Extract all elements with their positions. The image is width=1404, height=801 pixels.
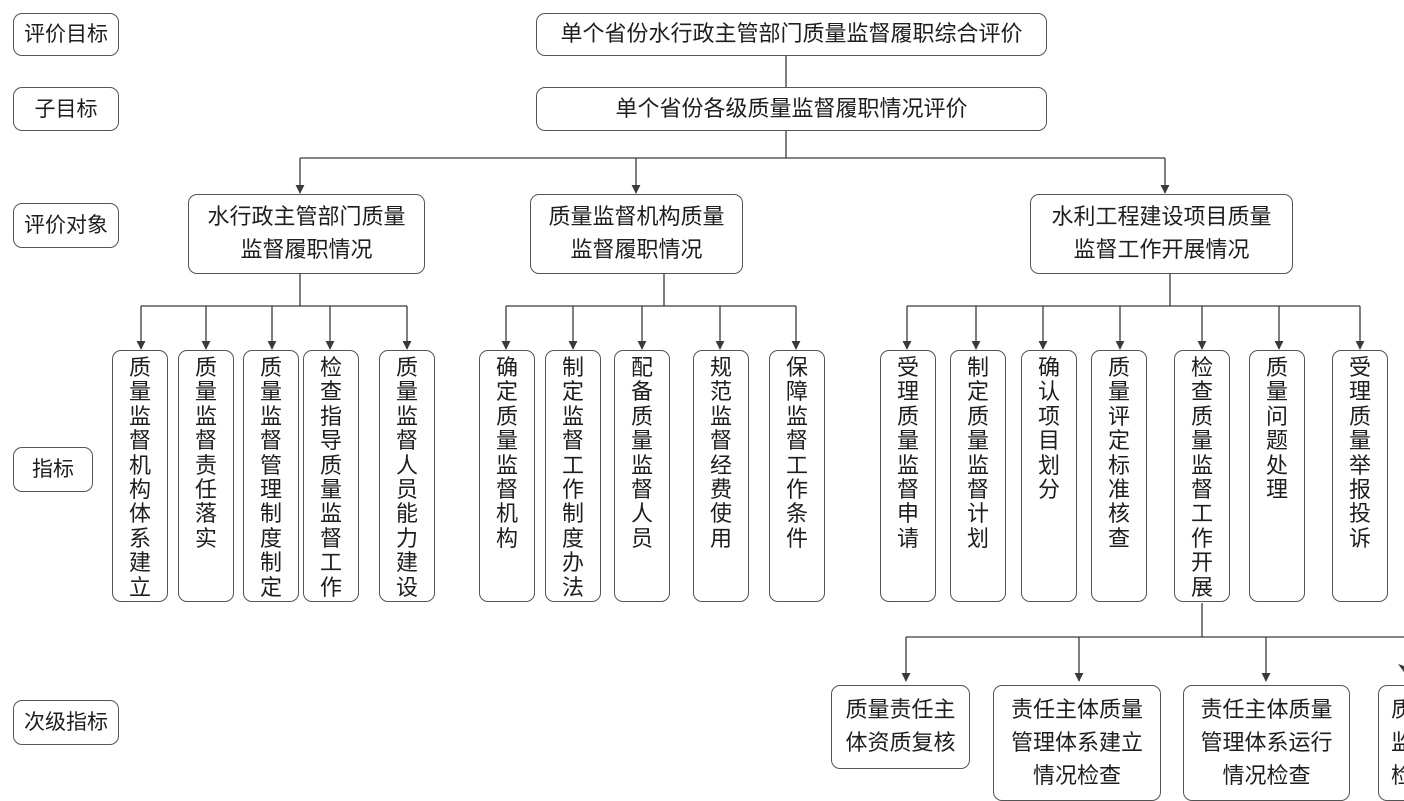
level-label-sub-indicators: 次级指标 <box>13 700 119 745</box>
indicator-text-12: 制定质量监督计划 <box>966 356 989 552</box>
indicator-node-3: 质量监督管理制度制定 <box>243 350 299 602</box>
object-node-1-line-1: 水行政主管部门质量 <box>207 205 406 230</box>
object-node-3-line-2: 监督工作开展情况 <box>1073 238 1250 263</box>
sub-indicator-4-line-2: 监 <box>1391 727 1404 760</box>
indicator-text-8: 配备质量监督人员 <box>630 356 653 552</box>
indicator-node-11: 受理质量监督申请 <box>880 350 936 602</box>
sub-indicator-4-line-3: 检 <box>1391 760 1404 793</box>
indicator-node-5: 质量监督人员能力建设 <box>379 350 435 602</box>
level-label-indicators: 指标 <box>13 447 93 492</box>
indicator-text-11: 受理质量监督申请 <box>896 356 919 552</box>
level-label-subgoal: 子目标 <box>13 87 119 131</box>
indicator-node-13: 确认项目划分 <box>1021 350 1077 602</box>
sub-indicator-3-line-3: 情况检查 <box>1222 763 1311 789</box>
indicator-node-10: 保障监督工作条件 <box>769 350 825 602</box>
indicator-text-16: 质量问题处理 <box>1265 356 1288 504</box>
indicator-text-4: 检查指导质量监督工作 <box>319 356 342 601</box>
indicator-node-8: 配备质量监督人员 <box>614 350 670 602</box>
sub-indicator-1-line-1: 质量责任主 <box>845 698 956 723</box>
indicator-text-17: 受理质量举报投诉 <box>1348 356 1371 552</box>
level-label-objects: 评价对象 <box>13 203 119 248</box>
subgoal-node: 单个省份各级质量监督履职情况评价 <box>536 87 1047 131</box>
indicator-node-16: 质量问题处理 <box>1249 350 1305 602</box>
sub-indicator-3-line-1: 责任主体质量 <box>1200 697 1333 723</box>
sub-indicator-node-4-partial: 质监检 <box>1378 685 1404 801</box>
sub-indicator-node-2: 责任主体质量管理体系建立情况检查 <box>993 685 1161 801</box>
indicator-node-6: 确定质量监督机构 <box>479 350 535 602</box>
sub-indicator-2-line-3: 情况检查 <box>1032 763 1121 789</box>
indicator-text-6: 确定质量监督机构 <box>495 356 518 552</box>
indicator-text-9: 规范监督经费使用 <box>709 356 732 552</box>
object-node-2: 质量监督机构质量监督履职情况 <box>530 194 743 274</box>
indicator-text-1: 质量监督机构体系建立 <box>128 356 151 601</box>
indicator-node-15: 检查质量监督工作开展 <box>1174 350 1230 602</box>
indicator-node-2: 质量监督责任落实 <box>178 350 234 602</box>
indicator-node-9: 规范监督经费使用 <box>693 350 749 602</box>
indicator-node-14: 质量评定标准核查 <box>1091 350 1147 602</box>
indicator-node-17: 受理质量举报投诉 <box>1332 350 1388 602</box>
object-node-2-line-2: 监督履职情况 <box>570 238 703 263</box>
sub-indicator-node-1: 质量责任主体资质复核 <box>831 685 970 769</box>
sub-indicator-node-3: 责任主体质量管理体系运行情况检查 <box>1183 685 1350 801</box>
indicator-text-10: 保障监督工作条件 <box>785 356 808 552</box>
object-node-1: 水行政主管部门质量监督履职情况 <box>188 194 425 274</box>
indicator-text-5: 质量监督人员能力建设 <box>395 356 418 601</box>
indicator-node-4: 检查指导质量监督工作 <box>303 350 359 602</box>
object-node-3: 水利工程建设项目质量监督工作开展情况 <box>1030 194 1293 274</box>
indicator-node-7: 制定监督工作制度办法 <box>545 350 601 602</box>
indicator-text-15: 检查质量监督工作开展 <box>1190 356 1213 601</box>
goal-node: 单个省份水行政主管部门质量监督履职综合评价 <box>536 13 1047 56</box>
indicator-node-12: 制定质量监督计划 <box>950 350 1006 602</box>
sub-indicator-3-line-2: 管理体系运行 <box>1200 730 1333 756</box>
object-node-1-line-2: 监督履职情况 <box>240 238 373 263</box>
indicator-text-7: 制定监督工作制度办法 <box>561 356 584 601</box>
sub-indicator-2-line-2: 管理体系建立 <box>1010 730 1143 756</box>
sub-indicator-4-line-1: 质 <box>1391 694 1404 727</box>
sub-indicator-1-line-2: 体资质复核 <box>845 731 956 756</box>
indicator-text-14: 质量评定标准核查 <box>1107 356 1130 552</box>
sub-indicator-2-line-1: 责任主体质量 <box>1010 697 1143 723</box>
level-label-goal: 评价目标 <box>13 13 119 56</box>
indicator-text-13: 确认项目划分 <box>1037 356 1060 504</box>
indicator-text-2: 质量监督责任落实 <box>194 356 217 552</box>
object-node-2-line-1: 质量监督机构质量 <box>548 205 725 230</box>
arrow-to-sub-4-partial <box>1398 664 1404 672</box>
indicator-node-1: 质量监督机构体系建立 <box>112 350 168 602</box>
indicator-text-3: 质量监督管理制度制定 <box>259 356 282 601</box>
object-node-3-line-1: 水利工程建设项目质量 <box>1051 205 1272 230</box>
